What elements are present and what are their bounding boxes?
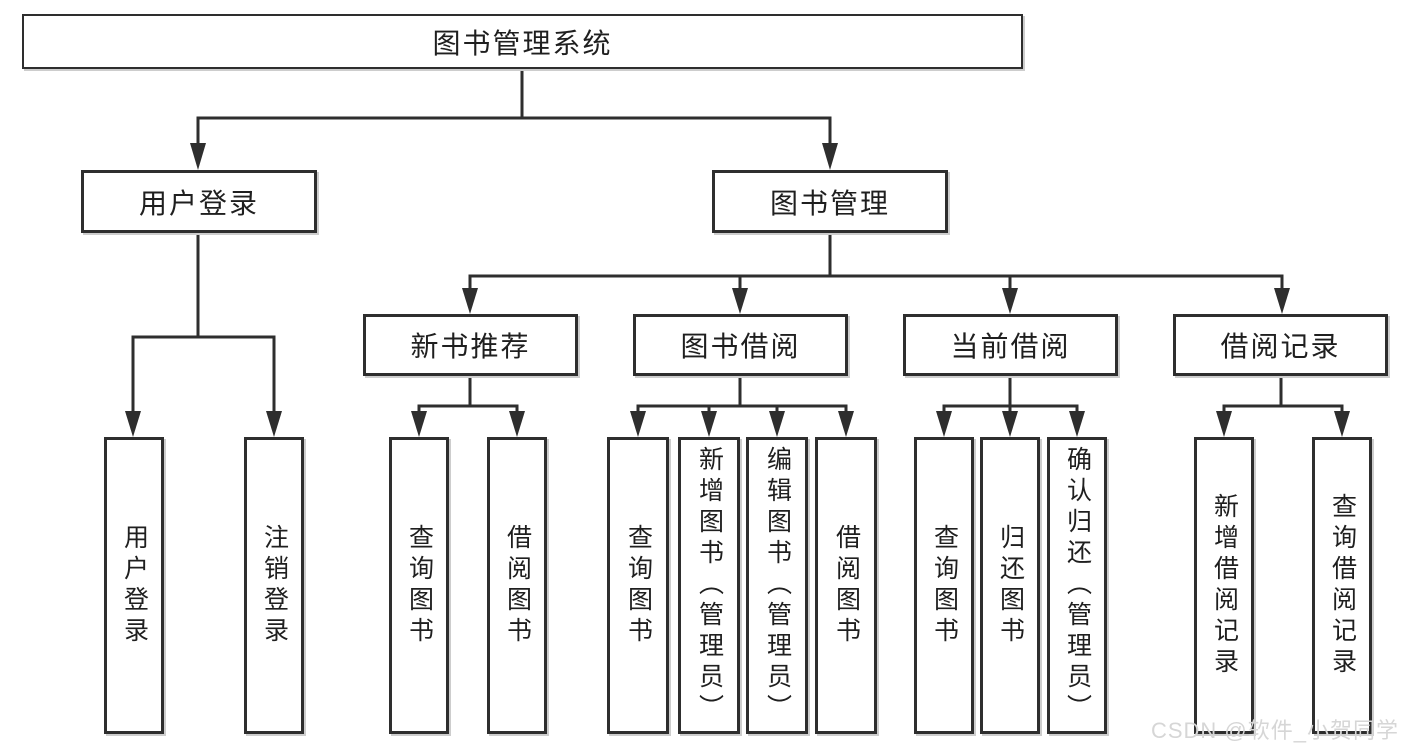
node-label: 图书管理 [769, 187, 890, 219]
csdn-watermark: CSDN @软件_小贺同学 [1150, 718, 1399, 743]
node-label: 当前借阅 [950, 331, 1071, 362]
leaf-label: 新增图书（管理员） [695, 446, 724, 725]
leaf-label: 查询借阅记录 [1328, 492, 1357, 679]
node-label: 新书推荐 [410, 331, 531, 362]
node-borrow-records: 借阅记录 [1173, 314, 1388, 376]
node-label: 图书借阅 [680, 331, 801, 362]
leaf-label: 归还图书 [996, 523, 1025, 648]
node-label: 用户登录 [138, 187, 259, 219]
leaf-add-borrow-record: 新增借阅记录 [1194, 437, 1254, 734]
leaf-label: 查询图书 [624, 523, 653, 648]
leaf-borrow-books: 借阅图书 [815, 437, 877, 734]
leaf-label: 用户登录 [120, 523, 149, 648]
leaf-logout: 注销登录 [244, 437, 304, 734]
leaf-confirm-return-admin: 确认归还（管理员） [1047, 437, 1107, 734]
node-user-login: 用户登录 [81, 170, 317, 233]
leaf-query-books-borrow: 查询图书 [607, 437, 669, 734]
node-book-borrow: 图书借阅 [633, 314, 848, 376]
leaf-query-books-recommend: 查询图书 [389, 437, 449, 734]
leaf-add-book-admin: 新增图书（管理员） [678, 437, 740, 734]
leaf-label: 借阅图书 [832, 523, 861, 648]
leaf-label: 借阅图书 [503, 523, 532, 648]
node-root: 图书管理系统 [22, 14, 1023, 69]
node-new-book-recommend: 新书推荐 [363, 314, 578, 376]
leaf-edit-book-admin: 编辑图书（管理员） [746, 437, 808, 734]
leaf-query-books-current: 查询图书 [914, 437, 974, 734]
leaf-label: 新增借阅记录 [1210, 492, 1239, 679]
node-label: 图书管理系统 [432, 27, 613, 59]
node-label: 借阅记录 [1220, 331, 1341, 362]
leaf-label: 编辑图书（管理员） [763, 446, 792, 725]
leaf-user-login: 用户登录 [104, 437, 164, 734]
node-current-borrow: 当前借阅 [903, 314, 1118, 376]
leaf-label: 查询图书 [405, 523, 434, 648]
leaf-borrow-books-recommend: 借阅图书 [487, 437, 547, 734]
arrowheads [125, 143, 1350, 437]
node-book-management: 图书管理 [712, 170, 948, 233]
leaf-label: 注销登录 [260, 523, 289, 648]
leaf-return-books: 归还图书 [980, 437, 1040, 734]
leaf-label: 查询图书 [930, 523, 959, 648]
leaf-label: 确认归还（管理员） [1063, 446, 1092, 725]
leaf-query-borrow-record: 查询借阅记录 [1312, 437, 1372, 734]
